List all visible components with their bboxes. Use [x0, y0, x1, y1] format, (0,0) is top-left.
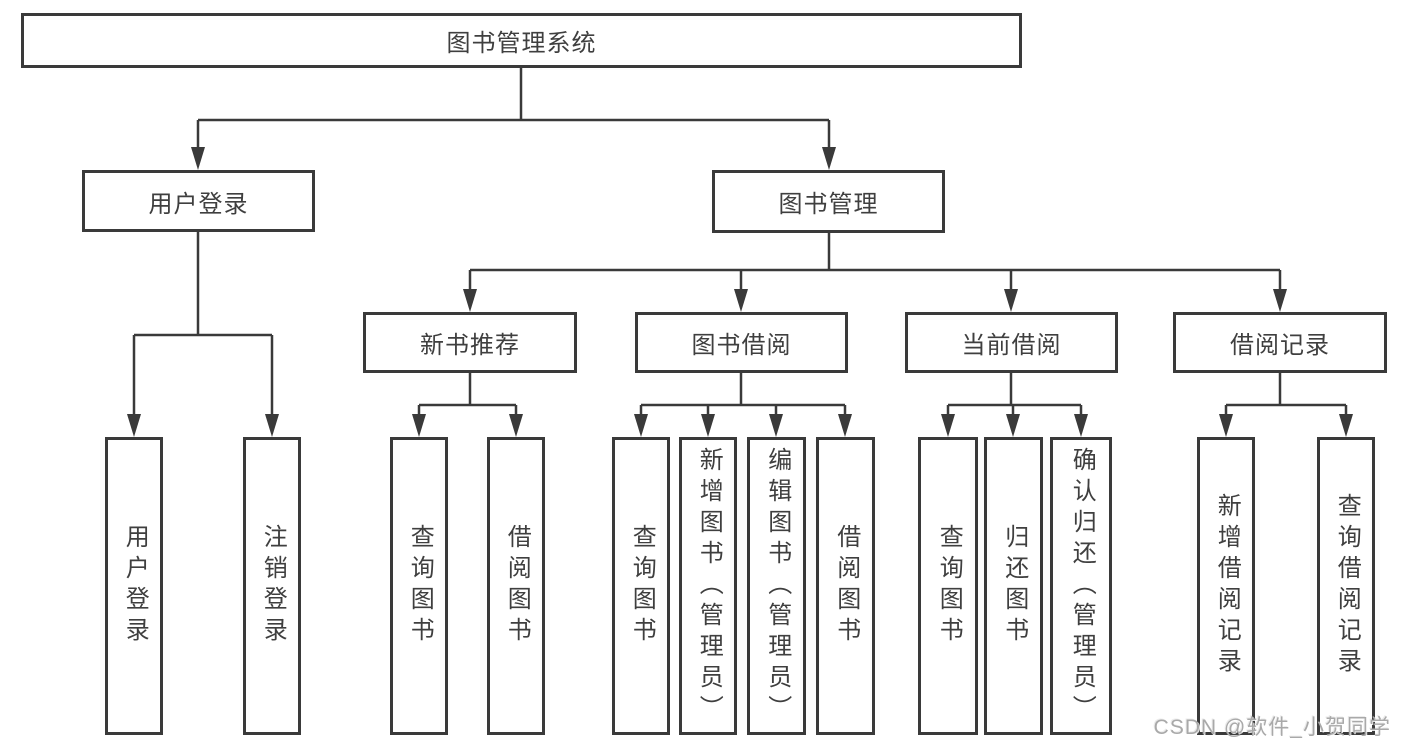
node-user-login: 用户登录: [82, 170, 315, 232]
connector-login-to-leaves: [132, 232, 274, 419]
node-library-system: 图书管理系统: [21, 13, 1022, 68]
leaf-add-borrow-record: 新增借阅记录: [1197, 437, 1255, 735]
leaf-label: 新增借阅记录: [1213, 493, 1241, 679]
connector-current-to-leaves: [946, 373, 1083, 419]
leaf-add-book-admin: 新增图书（管理员）: [679, 437, 737, 735]
leaf-logout: 注销登录: [243, 437, 301, 735]
node-label: 图书借阅: [691, 332, 792, 359]
leaf-label: 查询借阅记录: [1333, 493, 1361, 679]
leaf-label: 归还图书: [1000, 524, 1028, 648]
node-new-book-recommend: 新书推荐: [363, 312, 577, 373]
leaf-confirm-return-admin: 确认归还（管理员）: [1050, 437, 1112, 735]
node-label: 新书推荐: [420, 332, 520, 359]
connector-borrow-to-leaves: [639, 373, 847, 419]
leaf-label: 注销登录: [259, 524, 287, 648]
node-book-management: 图书管理: [712, 170, 945, 233]
csdn-watermark: CSDN @软件_小贺同学: [1153, 716, 1391, 739]
node-label: 借阅记录: [1230, 332, 1330, 359]
leaf-label: 查询图书: [406, 524, 434, 648]
node-label: 图书管理: [778, 191, 879, 218]
node-label: 图书管理系统: [446, 30, 597, 57]
leaf-label: 查询图书: [628, 524, 656, 648]
connector-root-to-level2: [196, 68, 831, 150]
leaf-label: 确认归还（管理员）: [1068, 446, 1096, 726]
node-label: 当前借阅: [961, 332, 1062, 359]
leaf-query-book-3: 查询图书: [918, 437, 978, 735]
leaf-borrow-book: 借阅图书: [487, 437, 545, 735]
leaf-user-login: 用户登录: [105, 437, 163, 735]
leaf-query-book-2: 查询图书: [612, 437, 670, 735]
leaf-query-book: 查询图书: [390, 437, 448, 735]
leaf-label: 用户登录: [121, 524, 149, 648]
connector-newbook-to-leaves: [417, 373, 518, 419]
node-borrow-records: 借阅记录: [1173, 312, 1387, 373]
leaf-query-borrow-record: 查询借阅记录: [1317, 437, 1375, 735]
node-label: 用户登录: [148, 190, 249, 218]
leaf-label: 新增图书（管理员）: [695, 446, 723, 726]
leaf-label: 借阅图书: [832, 524, 860, 648]
connector-records-to-leaves: [1224, 373, 1348, 419]
leaf-label: 查询图书: [935, 524, 963, 648]
node-book-borrow: 图书借阅: [635, 312, 848, 373]
leaf-borrow-book-2: 借阅图书: [816, 437, 875, 735]
leaf-label: 编辑图书（管理员）: [763, 446, 791, 726]
node-current-borrow: 当前借阅: [905, 312, 1118, 373]
leaf-label: 借阅图书: [503, 524, 531, 648]
leaf-edit-book-admin: 编辑图书（管理员）: [747, 437, 806, 735]
leaf-return-book: 归还图书: [984, 437, 1043, 735]
connector-mgmt-to-level3: [468, 233, 1282, 294]
